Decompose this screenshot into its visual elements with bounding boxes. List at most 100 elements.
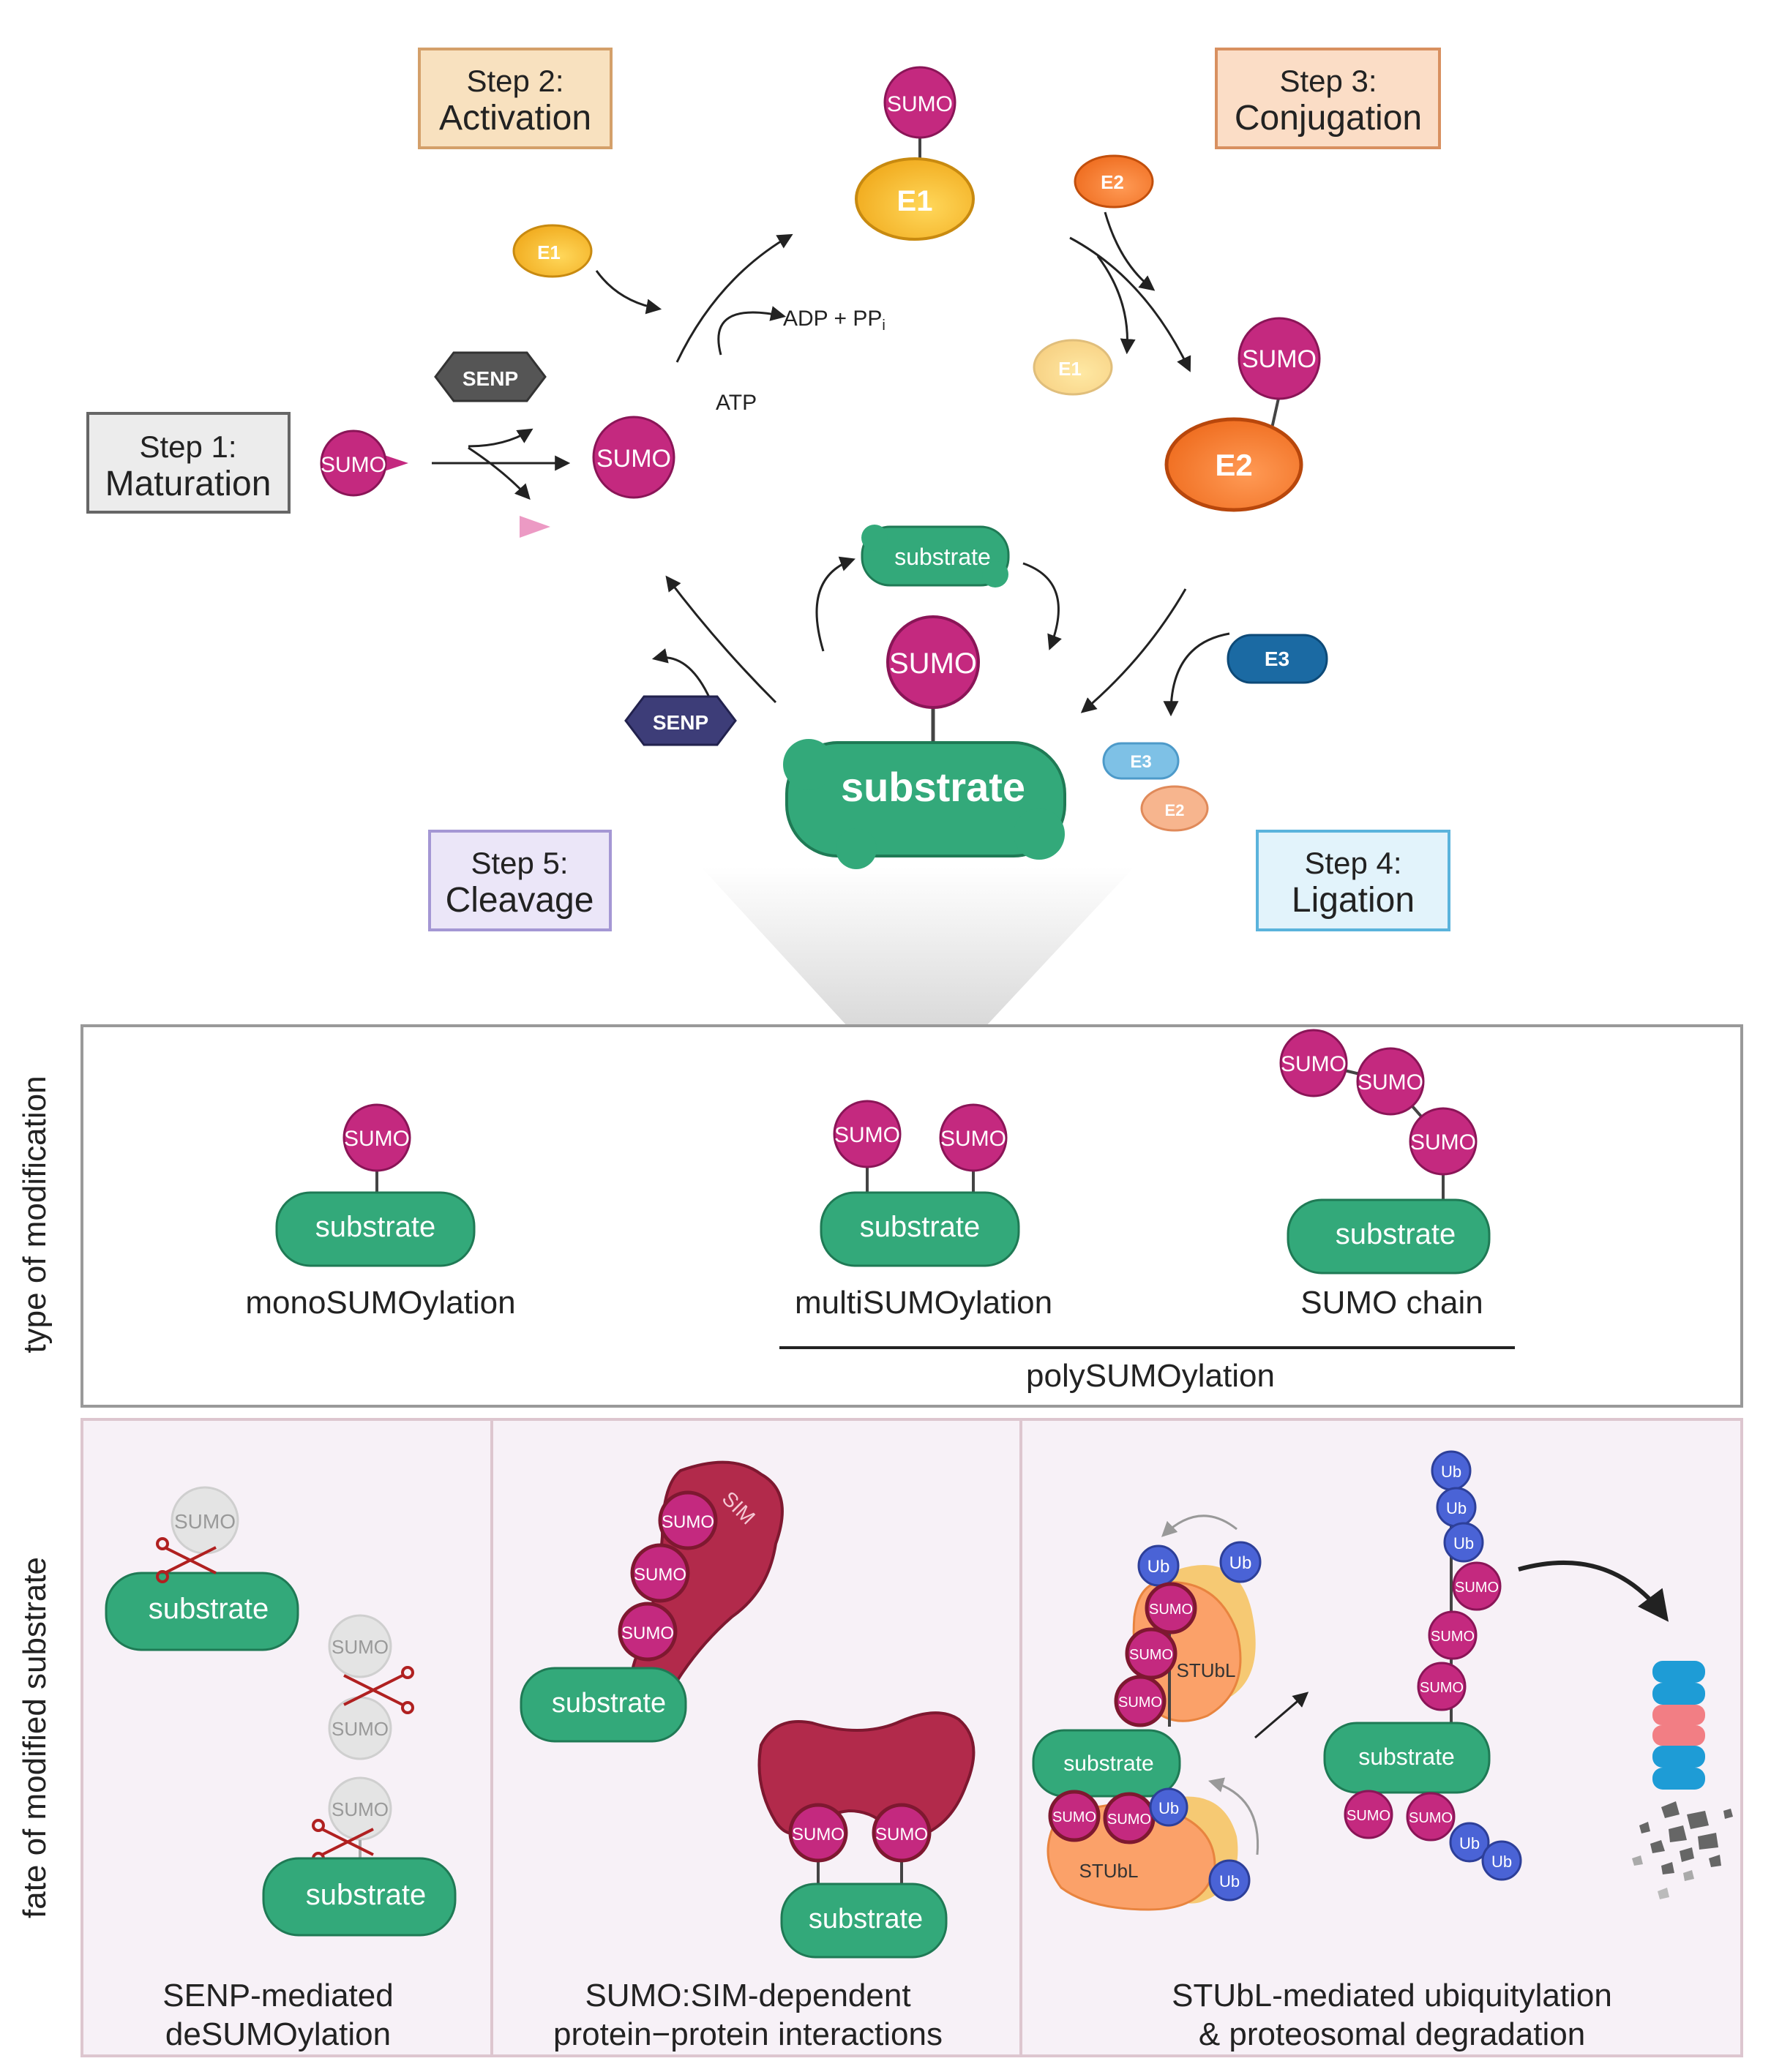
sumo-label: SUMO (940, 1127, 1006, 1151)
senp-label: SENP (463, 367, 518, 390)
substrate-label: substrate (841, 764, 1025, 810)
proteasome-icon (1652, 1661, 1705, 1790)
substrate-label: substrate (306, 1879, 427, 1911)
sim-label-line1: SUMO:SIM-dependent (585, 1978, 910, 2013)
step1-name: Maturation (105, 465, 272, 503)
funnel-shape (701, 867, 1134, 1028)
e1-label: E1 (897, 185, 933, 217)
ligation-arrow (1080, 588, 1187, 713)
step4-box: Step 4: Ligation (1256, 830, 1450, 931)
sumo-e1-complex: SUMO E1 (855, 66, 975, 241)
step5-name: Cleavage (446, 881, 594, 920)
precursor-sumo: SUMO (320, 429, 408, 497)
desumo-label-line1: SENP-mediated (162, 1978, 393, 2013)
sim-label-line2: protein−protein interactions (553, 2016, 943, 2052)
sumo-label: SUMO (1242, 345, 1317, 373)
sumo-label: SUMO (889, 648, 977, 680)
stubl-label: STUbL (1079, 1860, 1139, 1882)
sumo-label: SUMO (1129, 1647, 1173, 1663)
sumo-label: SUMO (174, 1510, 236, 1533)
sumo-label: SUMO (1118, 1694, 1162, 1711)
e1-out-arrow (1096, 255, 1136, 355)
stubl-label-line1: STUbL-mediated ubiquitylation (1172, 1978, 1612, 2013)
ub-label: Ub (1147, 1557, 1170, 1577)
substrate-in-arrow (815, 556, 855, 652)
step5-label: Step 5: (471, 846, 568, 880)
scissors-icon (343, 1666, 414, 1714)
substrate-label: substrate (860, 1211, 981, 1243)
ub-label: Ub (1459, 1834, 1480, 1853)
stubl-illustration: STUbL Ub Ub SUMO SUMO SUMO substrate STU… (1032, 1450, 1733, 1911)
sim-interaction-illustration: SIM SUMO SUMO SUMO substrate SUMO SUMO s… (520, 1460, 976, 1959)
step1-label: Step 1: (139, 429, 236, 464)
sumo-label: SUMO (1347, 1808, 1390, 1824)
substrate-label: substrate (1336, 1218, 1456, 1250)
desumo-label-line2: deSUMOylation (165, 2016, 391, 2052)
sumo-label: SUMO (1358, 1070, 1423, 1095)
e2-label: E2 (1215, 448, 1252, 482)
ub-label: Ub (1229, 1553, 1252, 1573)
sumoylated-substrate: SUMO substrate (783, 615, 1066, 869)
step2-name: Activation (439, 99, 591, 138)
step4-name: Ligation (1292, 881, 1415, 920)
multi-sumo-illustration: SUMO SUMO substrate (820, 1100, 1020, 1267)
substrate-label: substrate (1358, 1743, 1455, 1770)
step4-label: Step 4: (1304, 846, 1401, 880)
stubl-transition-arrow (1254, 1692, 1309, 1739)
type-side-label: type of modification (17, 1076, 53, 1353)
substrate-label: substrate (1063, 1752, 1153, 1776)
substrate-label: substrate (894, 544, 991, 570)
e3-label: E3 (1265, 648, 1289, 670)
step2-box: Step 2: Activation (418, 48, 613, 149)
sumo-label: SUMO (887, 92, 953, 116)
e3-free: E3 (1227, 634, 1328, 684)
sumo-label: SUMO (1431, 1629, 1475, 1645)
senp-cleavage: SENP (624, 695, 737, 746)
e1-label: E1 (537, 241, 561, 263)
sumo-label: SUMO (332, 1798, 389, 1820)
ub-label: Ub (1446, 1499, 1467, 1517)
mono-label: monoSUMOylation (245, 1285, 515, 1321)
sumo-label: SUMO (875, 1825, 928, 1844)
sumo-label: SUMO (1410, 1130, 1476, 1155)
scissors-icon (156, 1537, 217, 1583)
sumo-label: SUMO (596, 445, 671, 473)
e2-in-arrow (1104, 211, 1156, 291)
cleaved-peptide (520, 516, 550, 538)
desumo-illustration: SUMO substrate SUMO SUMO SUMO subst (105, 1486, 457, 1937)
sumo-label: SUMO (834, 1123, 900, 1147)
e1-in-arrow (595, 270, 662, 315)
mature-sumo: SUMO (592, 416, 675, 499)
poly-label: polySUMOylation (1026, 1358, 1275, 1394)
stubl-label: STUbL (1177, 1659, 1236, 1681)
sumo-label: SUMO (1052, 1809, 1096, 1825)
sumo-label: SUMO (1107, 1812, 1151, 1828)
step3-box: Step 3: Conjugation (1215, 48, 1441, 149)
e2-free: E2 (1074, 154, 1154, 209)
conjugation-arrow (1069, 236, 1191, 372)
stubl-label-line2: & proteosomal degradation (1199, 2016, 1585, 2052)
sumo-label: SUMO (1420, 1680, 1464, 1696)
e2-label: E2 (1165, 801, 1185, 819)
e1-label: E1 (1058, 358, 1082, 380)
sumo-e2-complex: SUMO E2 (1164, 317, 1321, 512)
sumo-label: SUMO (634, 1565, 686, 1585)
mono-sumo-illustration: SUMO substrate (275, 1103, 476, 1267)
sumo-label: SUMO (1409, 1810, 1453, 1826)
cleavage-arrow (665, 575, 777, 704)
peptide-fragments-icon (1632, 1801, 1733, 1899)
e3-label: E3 (1130, 752, 1151, 772)
reaction-products: ADP + PPi (783, 307, 886, 334)
sumo-label: SUMO (662, 1512, 714, 1532)
substrate-label: substrate (149, 1593, 269, 1625)
senp-cleave-arrow (651, 648, 711, 699)
senp-label: SENP (653, 711, 708, 734)
atp-arrow (717, 306, 787, 356)
chain-label: SUMO chain (1300, 1285, 1483, 1321)
atp-label: ATP (716, 391, 757, 415)
sumo-label: SUMO (332, 1718, 389, 1740)
e2-released: E2 (1140, 785, 1209, 832)
sumo-label: SUMO (321, 453, 386, 477)
substrate-label: substrate (809, 1904, 923, 1934)
